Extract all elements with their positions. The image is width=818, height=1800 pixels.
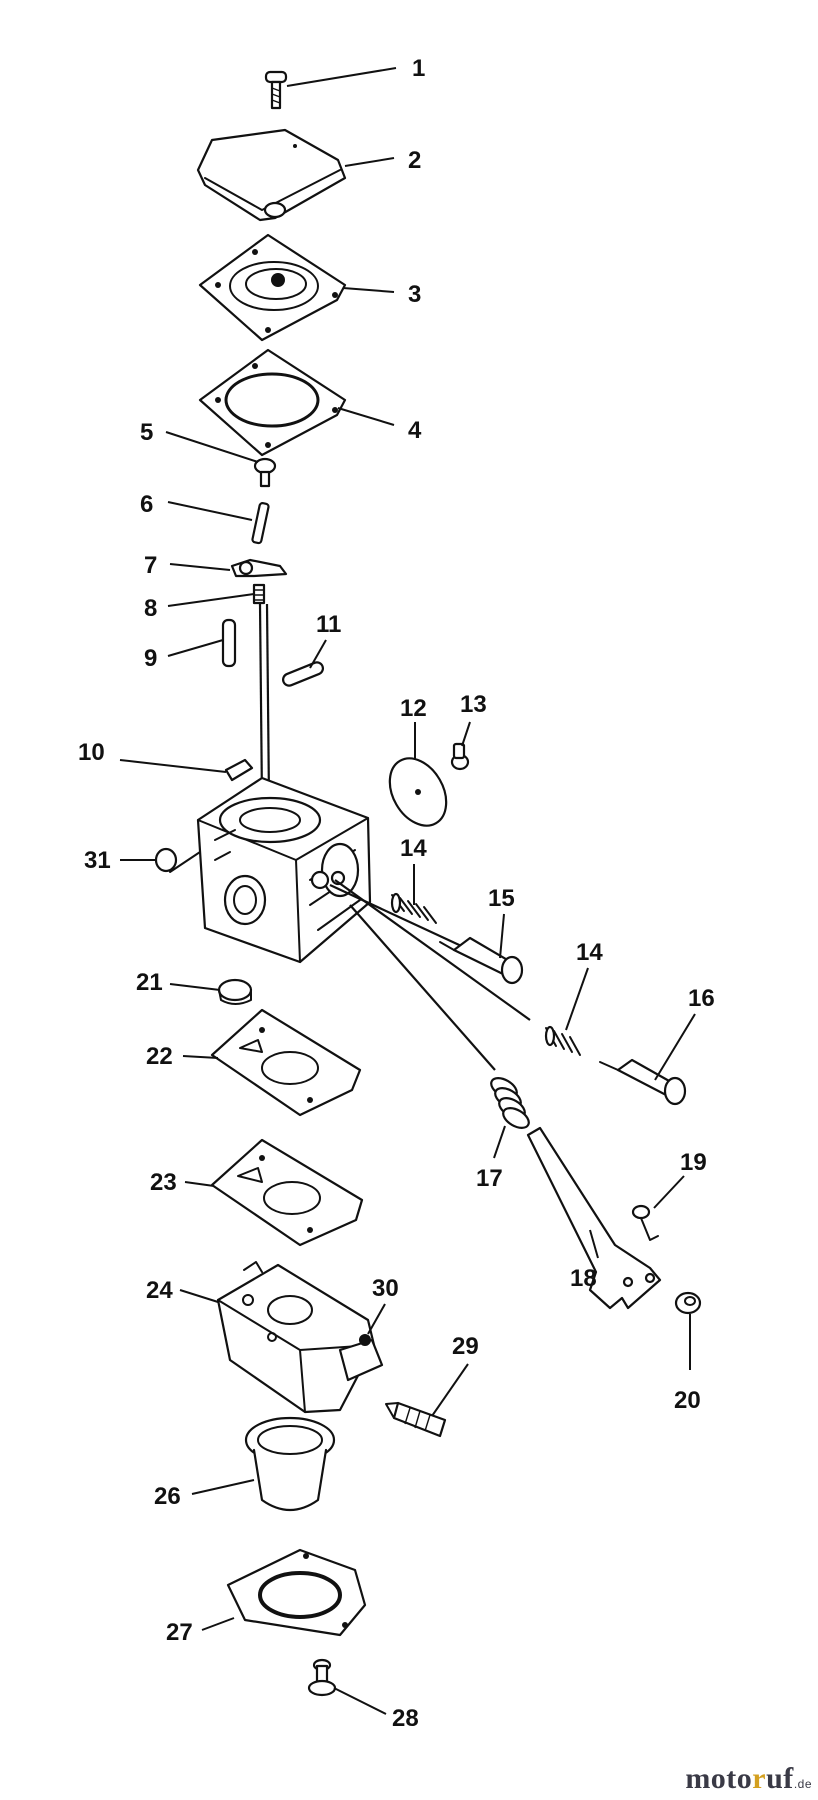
part-12-throttle-disc <box>388 757 448 827</box>
part-9-spring <box>221 618 237 668</box>
callout-4: 4 <box>408 417 422 444</box>
callout-15: 15 <box>488 885 515 912</box>
part-5-screw <box>253 457 277 488</box>
part-2-cover <box>196 128 347 222</box>
part-4-gasket <box>198 348 347 457</box>
callout-9: 9 <box>144 645 157 672</box>
part-11-pin <box>281 661 325 687</box>
callout-23: 23 <box>150 1169 177 1196</box>
callout-31: 31 <box>84 847 111 874</box>
callout-22: 22 <box>146 1043 173 1070</box>
part-18-throttle-lever <box>526 1126 662 1310</box>
callout-8: 8 <box>144 595 157 622</box>
part-6-pin <box>251 502 270 545</box>
callout-14-upper: 14 <box>400 835 427 862</box>
part-10-clip <box>224 758 254 782</box>
part-22-gasket <box>210 1008 362 1117</box>
part-20-clip <box>674 1291 702 1315</box>
callout-30: 30 <box>372 1275 399 1302</box>
alignment-line-16 <box>334 879 531 1021</box>
leader-lines <box>119 67 696 1715</box>
callout-19: 19 <box>680 1149 707 1176</box>
part-14-spring-upper <box>390 892 437 924</box>
part-8-needle <box>252 583 266 605</box>
callout-12: 12 <box>400 695 427 722</box>
watermark-accent: r <box>752 1762 767 1795</box>
callout-3: 3 <box>408 281 421 308</box>
motoruf-watermark: motoruf.de <box>685 1762 812 1796</box>
callout-20: 20 <box>674 1387 701 1414</box>
part-14-spring-lower <box>544 1025 581 1056</box>
callout-21: 21 <box>136 969 163 996</box>
callout-16: 16 <box>688 985 715 1012</box>
part-13-screw <box>450 742 470 771</box>
alignment-line-vertical <box>258 603 264 801</box>
callout-28: 28 <box>392 1705 419 1732</box>
part-3-diaphragm <box>198 233 347 342</box>
part-28-screw <box>307 1658 337 1697</box>
part-7-lever <box>230 558 288 578</box>
part-17-spring <box>490 1077 530 1129</box>
part-26-primer-bulb <box>244 1416 336 1511</box>
callout-29: 29 <box>452 1333 479 1360</box>
callout-10: 10 <box>78 739 105 766</box>
callout-5: 5 <box>140 419 153 446</box>
part-21-plug <box>217 978 253 1005</box>
alignment-line-17 <box>349 904 496 1071</box>
part-29-screw <box>385 1401 447 1438</box>
alignment-line-vertical-2 <box>265 603 271 801</box>
watermark-text-1: moto <box>685 1762 753 1795</box>
watermark-text-2: uf <box>766 1762 794 1795</box>
callout-2: 2 <box>408 147 421 174</box>
callout-17: 17 <box>476 1165 503 1192</box>
part-19-nut <box>631 1204 659 1241</box>
part-1-screw <box>264 70 288 110</box>
callout-7: 7 <box>144 552 157 579</box>
callout-24: 24 <box>146 1277 173 1304</box>
part-24-pump-body <box>216 1261 384 1414</box>
watermark-tld: .de <box>793 1777 812 1791</box>
callout-27: 27 <box>166 1619 193 1646</box>
alignment-line-15 <box>329 884 471 951</box>
part-30-ball <box>359 1334 371 1346</box>
part-16-adjusting-needle <box>599 1058 687 1106</box>
callout-1: 1 <box>412 55 425 82</box>
callout-numbers: 1 2 3 4 5 6 7 8 9 10 11 12 13 31 14 15 1… <box>78 55 715 1732</box>
part-27-retainer <box>226 1548 367 1637</box>
callout-26: 26 <box>154 1483 181 1510</box>
part-31-plug <box>154 847 201 873</box>
callout-13: 13 <box>460 691 487 718</box>
part-23-gasket <box>210 1138 364 1247</box>
callout-14-lower: 14 <box>576 939 603 966</box>
callout-11: 11 <box>316 611 341 638</box>
part-15-adjusting-needle <box>439 936 524 985</box>
callout-6: 6 <box>140 491 153 518</box>
carburetor-body <box>196 776 372 964</box>
callout-18: 18 <box>570 1265 597 1292</box>
